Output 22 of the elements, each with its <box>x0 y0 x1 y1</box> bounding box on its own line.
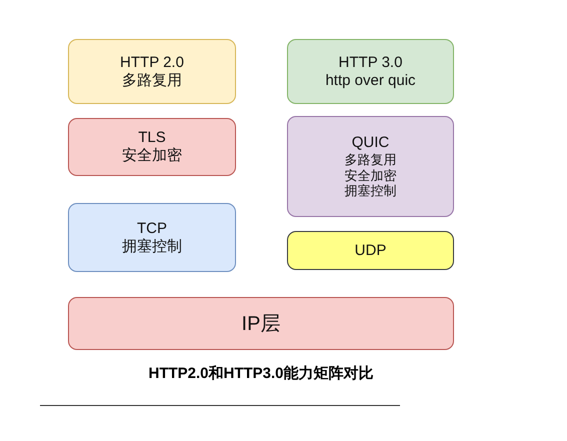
layer-box <box>68 39 236 104</box>
layer-name: HTTP 3.0 <box>338 54 402 72</box>
feature-text: 多路复用 <box>344 152 396 168</box>
layer-box <box>287 39 454 104</box>
layer-name: TLS <box>138 129 166 147</box>
layer-box <box>68 203 236 272</box>
layer-name: QUIC <box>352 134 390 152</box>
feature-text: 安全加密 <box>122 147 182 165</box>
feature-text: 安全加密 <box>344 168 396 184</box>
layer-name: HTTP 2.0 <box>120 54 184 72</box>
feature-text: 多路复用 <box>122 72 182 90</box>
layer-name: TCP <box>137 220 167 238</box>
layer-box <box>68 297 454 350</box>
feature-text: http over quic <box>325 72 416 90</box>
layer-name: IP层 <box>242 312 280 336</box>
layer-box <box>287 231 454 270</box>
feature-text: 拥塞控制 <box>344 183 396 199</box>
layer-box <box>68 118 236 176</box>
layer-box <box>287 116 454 217</box>
feature-text: 拥塞控制 <box>122 238 182 256</box>
caption: HTTP2.0和HTTP3.0能力矩阵对比 <box>147 364 375 383</box>
layer-name: UDP <box>354 242 386 260</box>
